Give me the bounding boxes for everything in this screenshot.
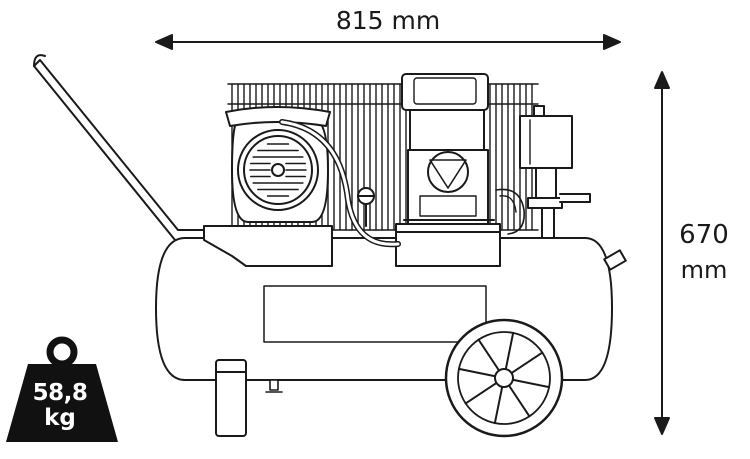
height-dimension-unit: mm — [680, 256, 728, 284]
cooling-tube — [495, 188, 525, 235]
pressure-gauge — [357, 187, 375, 227]
width-dimension-label: 815 mm — [335, 6, 441, 35]
height-dimension-arrow — [654, 71, 670, 435]
pulley-guard — [225, 106, 331, 127]
weight-value: 58,8 — [32, 380, 88, 406]
drain-valve — [265, 379, 283, 393]
pressure-switch — [519, 105, 591, 239]
weight-unit: kg — [44, 405, 76, 431]
height-dimension-value: 670 — [679, 220, 729, 250]
safety-valve — [603, 249, 627, 271]
weight-icon — [6, 336, 118, 442]
wheel — [444, 318, 564, 438]
front-foot — [215, 359, 247, 437]
handle — [33, 54, 213, 241]
tank-label-panel — [263, 285, 487, 343]
width-dimension-arrow — [155, 34, 621, 50]
electric-motor — [231, 117, 329, 223]
pump-head — [401, 73, 495, 225]
